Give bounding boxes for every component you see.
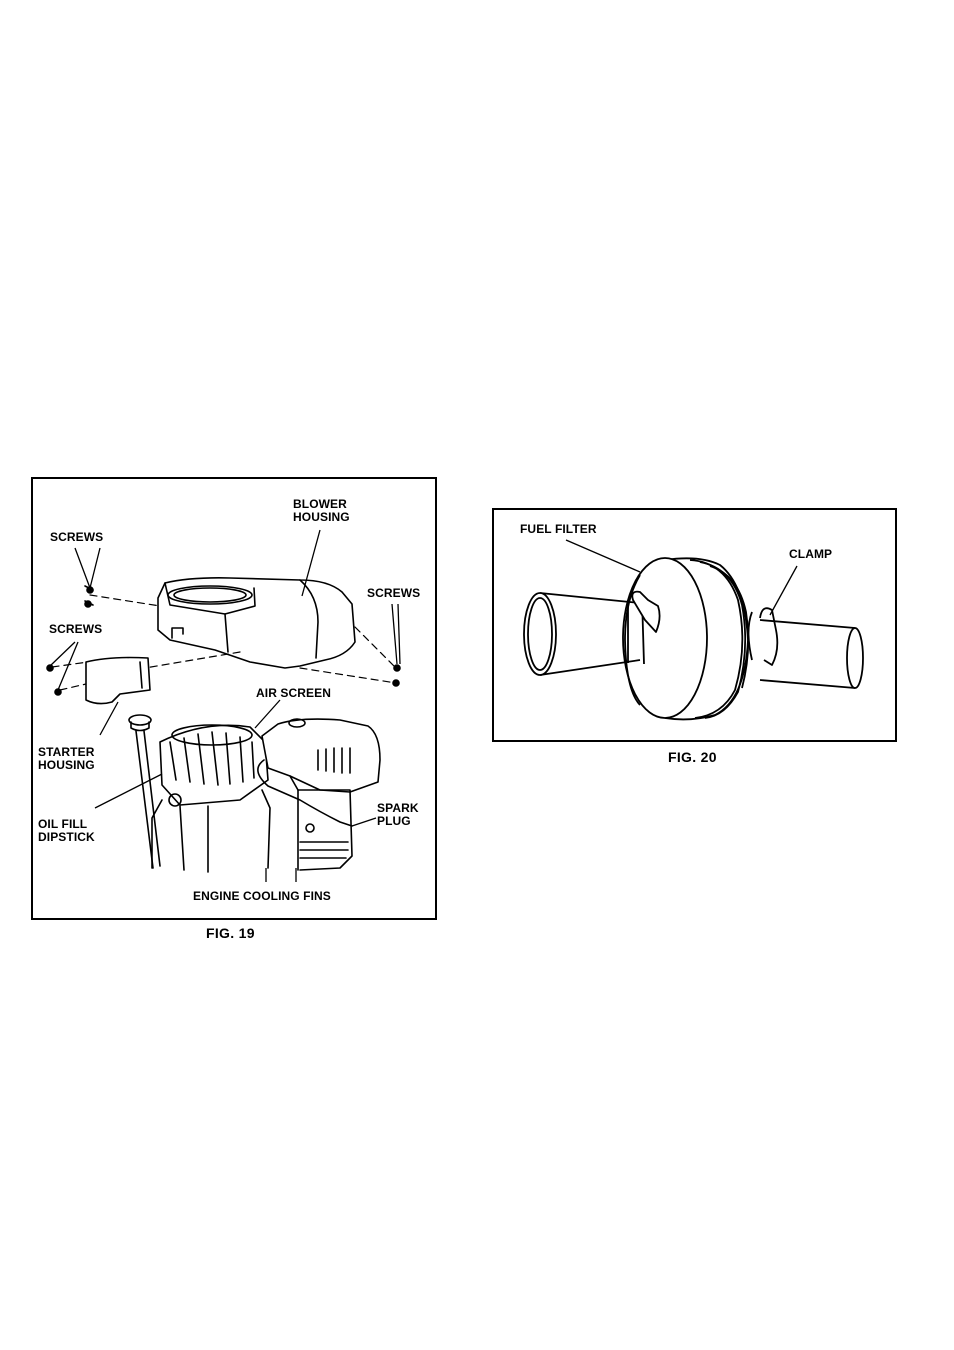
figure-20-caption: FIG. 20: [668, 749, 717, 765]
label-clamp: CLAMP: [789, 548, 832, 561]
label-spark-plug: SPARK PLUG: [377, 802, 419, 828]
label-screws-mid-left: SCREWS: [49, 623, 102, 636]
label-screws-top-left: SCREWS: [50, 531, 103, 544]
label-starter-housing: STARTER HOUSING: [38, 746, 95, 772]
label-engine-cooling-fins: ENGINE COOLING FINS: [193, 890, 331, 903]
label-screws-right: SCREWS: [367, 587, 420, 600]
label-fuel-filter: FUEL FILTER: [520, 523, 597, 536]
fuel-filter-drawing: [623, 558, 748, 719]
label-oil-fill-dipstick: OIL FILL DIPSTICK: [38, 818, 95, 844]
label-blower-housing: BLOWER HOUSING: [293, 498, 350, 524]
label-air-screen: AIR SCREEN: [256, 687, 331, 700]
